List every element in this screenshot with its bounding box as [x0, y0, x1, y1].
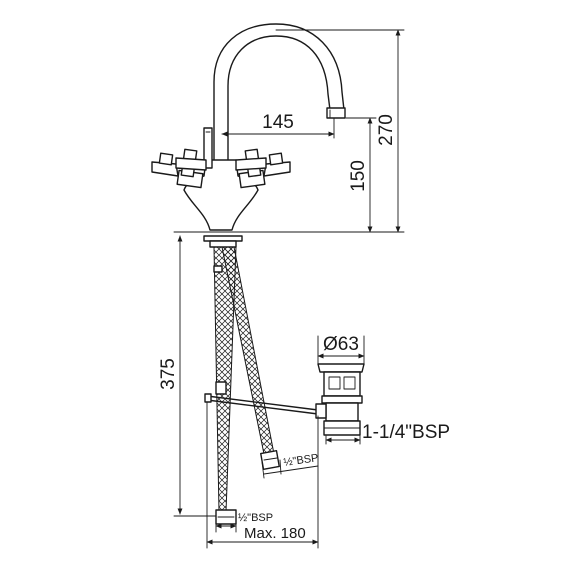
pop-up-rod [204, 393, 319, 415]
dim-label-375: 375 [158, 358, 179, 390]
dim-label-hose-right: ½"BSP [283, 452, 319, 469]
dim-label-270: 270 [376, 114, 397, 146]
dim-spout-reach: 145 [221, 112, 335, 139]
dim-total-height: 270 [275, 29, 405, 233]
dim-label-145: 145 [262, 112, 294, 133]
dim-hose-thread-left: ½"BSP [215, 512, 273, 533]
mounting-flange [203, 235, 243, 248]
dim-label-waste-thread: 1-1/4"BSP [362, 422, 450, 443]
right-cross-handle [235, 148, 291, 189]
dim-waste-thread: 1-1/4"BSP [325, 422, 450, 445]
left-cross-handle [151, 148, 207, 189]
spout [213, 23, 346, 161]
dim-label-150: 150 [348, 160, 369, 192]
flexible-hoses [213, 246, 280, 525]
dim-waste-diameter: Ø63 [317, 334, 365, 365]
hose-clip [215, 381, 227, 395]
pop-up-lever [203, 127, 213, 169]
dim-hose-thread-right: ½"BSP [261, 452, 319, 479]
waste-assembly [315, 363, 365, 436]
hose-marker [213, 265, 223, 273]
dim-below-deck: 375 [158, 231, 217, 517]
dim-label-diameter: Ø63 [323, 334, 359, 355]
spout-aerator [326, 107, 346, 119]
mixer-body [151, 127, 291, 231]
hose-nut-right [260, 450, 280, 470]
dim-label-hose-left: ½"BSP [238, 512, 273, 524]
dim-spout-height: 150 [345, 117, 377, 233]
dim-max-width: Max. 180 [206, 401, 319, 549]
dim-label-max-width: Max. 180 [244, 525, 306, 542]
